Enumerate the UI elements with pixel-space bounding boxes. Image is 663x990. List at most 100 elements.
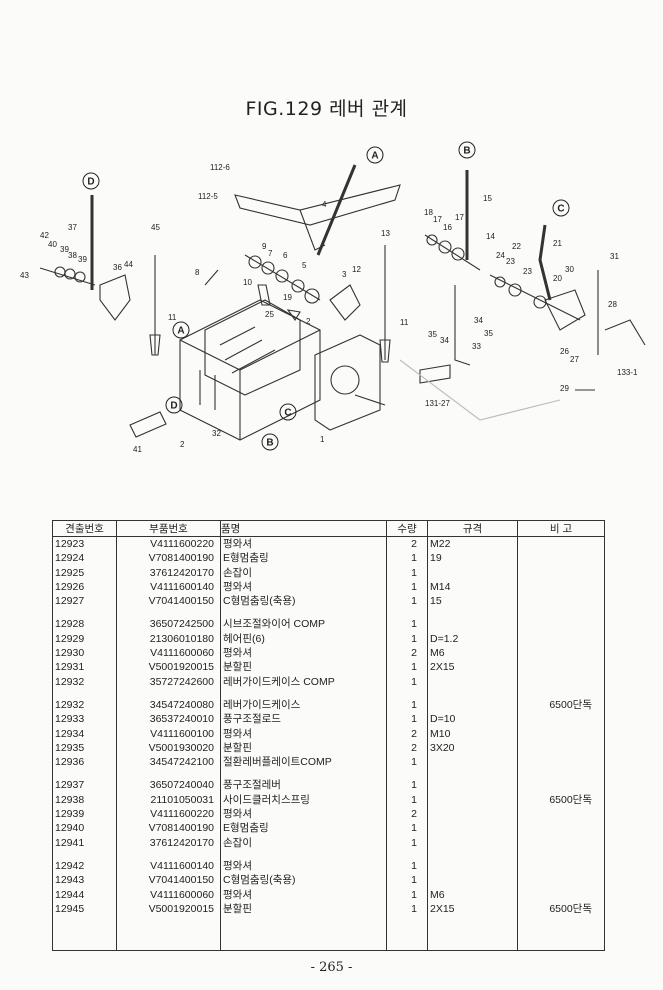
cell-part-name: 헤어핀(6) bbox=[220, 631, 387, 647]
cell-part-name: 평와셔 bbox=[220, 726, 387, 741]
cell-part-name: 평와셔 bbox=[220, 579, 387, 595]
cell-part-no: 34547242100 bbox=[116, 755, 221, 770]
reference-circle bbox=[165, 396, 183, 414]
empty-cell bbox=[386, 849, 428, 859]
cell-ref-no: 12930 bbox=[52, 646, 117, 661]
callout-label: 36 bbox=[113, 263, 122, 272]
reference-letter: C bbox=[284, 408, 291, 419]
cell-remark bbox=[517, 740, 605, 756]
cell-qty: 1 bbox=[386, 792, 428, 808]
reference-letter: A bbox=[371, 151, 378, 162]
cell-qty: 1 bbox=[386, 565, 428, 580]
empty-cell bbox=[116, 849, 221, 859]
cell-ref-no: 12924 bbox=[52, 551, 117, 566]
cell-qty: 2 bbox=[386, 726, 428, 741]
reference-circle bbox=[366, 146, 384, 164]
callout-label: 5 bbox=[302, 261, 307, 270]
empty-cell bbox=[517, 916, 605, 952]
cell-part-name: 분할핀 bbox=[220, 660, 387, 675]
callout-label: 41 bbox=[133, 445, 142, 454]
callout-label: 3 bbox=[342, 270, 347, 279]
cell-qty: 1 bbox=[386, 873, 428, 888]
empty-cell bbox=[427, 769, 518, 779]
cell-part-name: 분할핀 bbox=[220, 901, 387, 917]
reference-letter: C bbox=[557, 204, 564, 215]
cell-part-name: 풍구조절로드 bbox=[220, 712, 387, 727]
empty-cell bbox=[427, 608, 518, 618]
reference-circle bbox=[552, 199, 570, 217]
reference-circle bbox=[172, 321, 190, 339]
empty-cell bbox=[52, 849, 117, 859]
callout-label: 16 bbox=[443, 223, 452, 232]
cell-remark bbox=[517, 631, 605, 647]
cell-part-name: 풍구조절레버 bbox=[220, 778, 387, 793]
cell-qty: 2 bbox=[386, 646, 428, 661]
cell-remark bbox=[517, 807, 605, 822]
cell-remark bbox=[517, 858, 605, 874]
callout-label: 39 bbox=[60, 245, 69, 254]
callout-label: 42 bbox=[40, 231, 49, 240]
cell-spec: 19 bbox=[427, 551, 518, 566]
callout-label: 17 bbox=[433, 215, 442, 224]
cell-spec: M14 bbox=[427, 579, 518, 595]
cell-qty: 1 bbox=[386, 674, 428, 689]
page-number: - 265 - bbox=[310, 960, 353, 975]
cell-qty: 1 bbox=[386, 901, 428, 917]
cell-spec: 15 bbox=[427, 594, 518, 609]
cell-part-no: V7041400150 bbox=[116, 594, 221, 609]
cell-qty: 2 bbox=[386, 536, 428, 552]
empty-cell bbox=[517, 769, 605, 779]
cell-ref-no: 12931 bbox=[52, 660, 117, 675]
cell-spec: D=10 bbox=[427, 712, 518, 727]
empty-cell bbox=[52, 688, 117, 698]
reference-circle bbox=[279, 403, 297, 421]
col-remark: 비 고 bbox=[517, 520, 605, 537]
cell-qty: 1 bbox=[386, 887, 428, 902]
cell-qty: 1 bbox=[386, 858, 428, 874]
cell-remark bbox=[517, 536, 605, 552]
empty-cell bbox=[386, 769, 428, 779]
col-ref-no: 견출번호 bbox=[52, 520, 117, 537]
empty-cell bbox=[386, 608, 428, 618]
callout-label: 12 bbox=[352, 265, 361, 274]
cell-spec bbox=[427, 807, 518, 822]
cell-part-name: 평와셔 bbox=[220, 858, 387, 874]
reference-letter: D bbox=[170, 401, 177, 412]
callout-label: 10 bbox=[243, 278, 252, 287]
cell-part-no: V7081400190 bbox=[116, 551, 221, 566]
cell-part-no: 35727242600 bbox=[116, 674, 221, 689]
empty-cell bbox=[427, 688, 518, 698]
callout-label: 131-27 bbox=[425, 399, 450, 408]
cell-ref-no: 12940 bbox=[52, 821, 117, 836]
callout-label: 25 bbox=[265, 310, 274, 319]
diagram-lineart bbox=[39, 164, 646, 441]
empty-cell bbox=[116, 608, 221, 618]
cell-spec: 3X20 bbox=[427, 740, 518, 756]
callout-label: 7 bbox=[268, 249, 273, 258]
callout-label: 8 bbox=[195, 268, 200, 277]
cell-spec: M6 bbox=[427, 646, 518, 661]
callout-label: 23 bbox=[506, 257, 515, 266]
cell-part-no: V5001930020 bbox=[116, 740, 221, 756]
empty-cell bbox=[517, 608, 605, 618]
cell-part-no: 37612420170 bbox=[116, 565, 221, 580]
cell-remark bbox=[517, 646, 605, 661]
cell-part-no: 37612420170 bbox=[116, 835, 221, 850]
cell-ref-no: 12925 bbox=[52, 565, 117, 580]
reference-letter: B bbox=[463, 146, 470, 157]
cell-part-name: 분할핀 bbox=[220, 740, 387, 756]
